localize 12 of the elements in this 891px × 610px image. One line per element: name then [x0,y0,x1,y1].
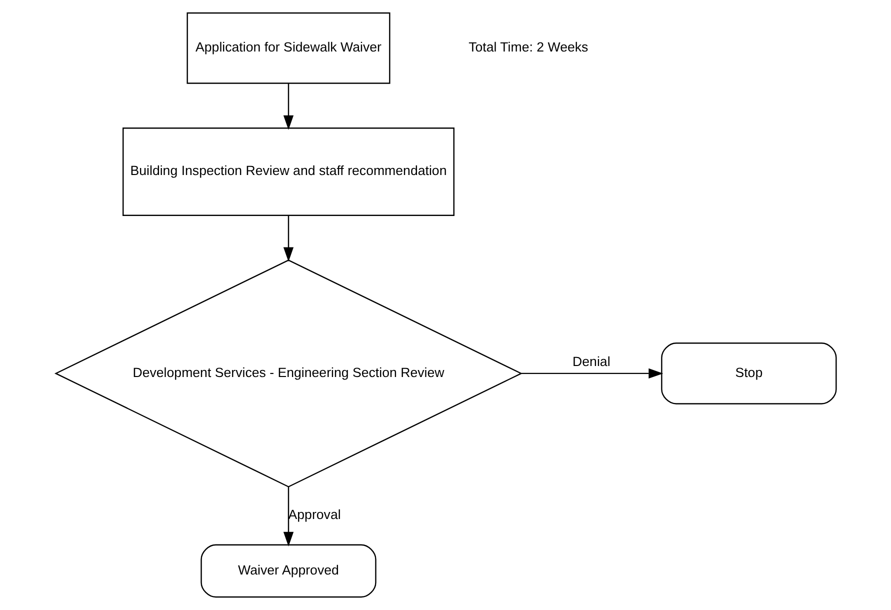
node-box: Building Inspection Review and staff recommendation [122,128,454,216]
arrow [282,216,294,262]
node-box: Waiver Approved [200,544,376,598]
edge-label: Denial [572,354,610,369]
edge-label: Approval [288,507,340,522]
node-box: Stop [660,342,836,404]
arrow [282,487,294,546]
arrow [520,368,663,379]
label: Total Time: 2 Weeks [468,40,588,55]
arrow [282,83,294,130]
node-box: Application for Sidewalk Waiver [186,12,390,84]
node-diamond: Development Services - Engineering Section Review [54,260,522,488]
